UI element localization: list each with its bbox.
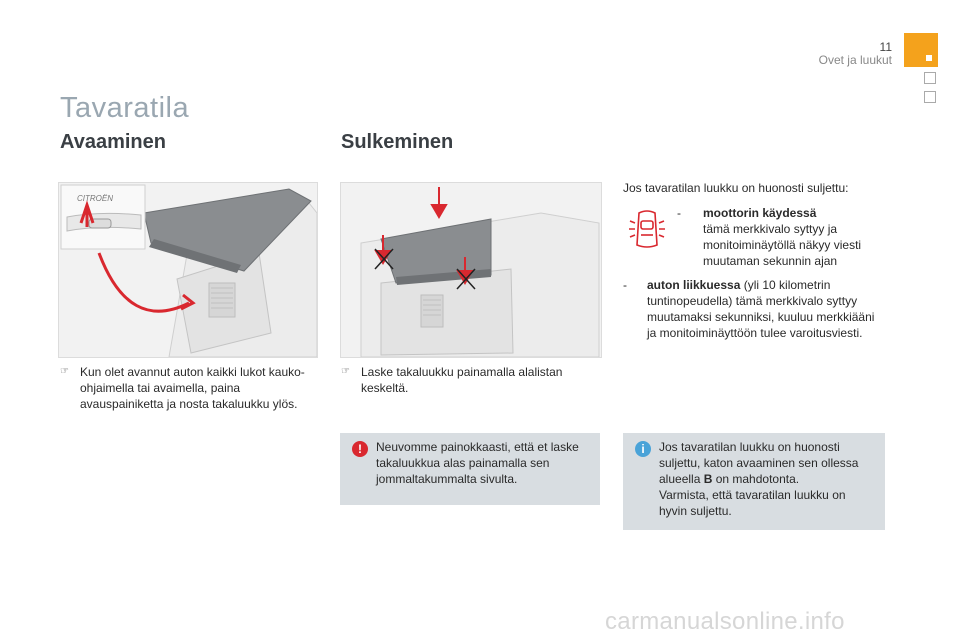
info-text: Jos tavaratilan luukku on huonosti sulje… [659,440,859,518]
status-item-label: moottorin käydessä [703,206,817,220]
page-number: 11 [879,40,892,54]
opening-heading: Avaaminen [60,131,166,153]
warning-text: Neuvomme painokkaasti, että et laske tak… [376,440,579,486]
closing-instruction: Laske takaluukku painamalla alalistan ke… [361,365,563,395]
status-item-text: (yli 10 kilometrin tuntinopeudella) tämä… [647,278,875,340]
page-title: Tavaratila [60,92,190,124]
status-item-engine: - moottorin käydessä tämä merkkivalo syt… [677,206,862,268]
chapter-tab[interactable] [924,72,936,84]
exclamation-icon: ! [352,441,368,457]
status-item-label: auton liikkuessa [647,278,741,292]
closing-heading: Sulkeminen [341,131,454,153]
info-note: i Jos tavaratilan luukku on huonosti sul… [623,433,885,530]
tailgate-closing-illustration [340,182,602,358]
chapter-tab[interactable] [924,91,936,103]
open-boot-warning-lamp-icon [626,207,668,253]
warning-note: ! Neuvomme painokkaasti, että et laske t… [340,433,600,505]
finger-bullet-icon: ☞ [341,366,350,377]
finger-bullet-icon: ☞ [60,366,69,377]
status-item-text: tämä merkkivalo syttyy ja monitoiminäytö… [703,222,862,268]
status-intro: Jos tavaratilan luukku on huonosti sulje… [623,181,849,195]
opening-instruction-item: ☞ Kun olet avannut auton kaikki lukot ka… [60,364,320,412]
closing-instruction-item: ☞ Laske takaluukku painamalla alalistan … [341,364,591,396]
chapter-title: Ovet ja luukut [818,53,892,67]
citroen-badge: CITROËN [77,194,113,203]
chapter-tab-active[interactable] [904,33,938,67]
tailgate-opening-illustration: CITROËN [58,182,318,358]
status-item-driving: - auton liikkuessa (yli 10 kilometrin tu… [623,278,875,340]
watermark: carmanualsonline.info [605,608,845,635]
opening-instruction: Kun olet avannut auton kaikki lukot kauk… [80,365,305,411]
info-icon: i [635,441,651,457]
